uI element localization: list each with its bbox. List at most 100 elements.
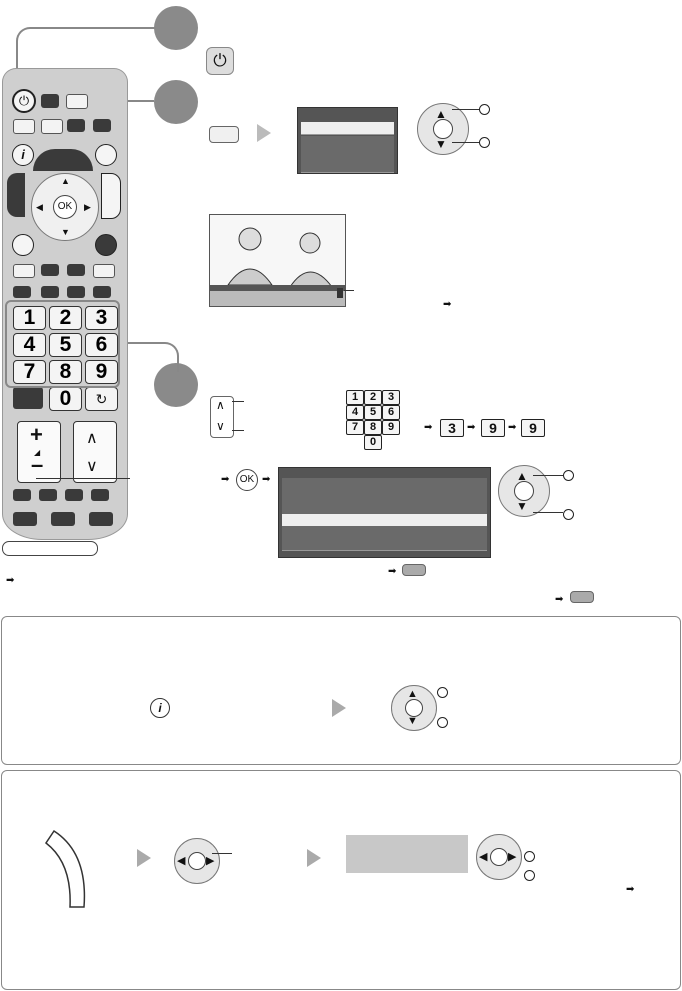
number-button-6[interactable]: 6 bbox=[85, 333, 118, 357]
menu-screen bbox=[297, 107, 398, 174]
dpad-left-icon[interactable]: ◀ bbox=[36, 202, 43, 212]
power-button[interactable]: ⏻ bbox=[12, 89, 36, 113]
last-view-button[interactable]: ↻ bbox=[85, 387, 118, 411]
remote-round-button[interactable] bbox=[12, 234, 34, 256]
remote-button[interactable] bbox=[93, 119, 111, 132]
up-arrow-icon: ▲ bbox=[516, 469, 528, 483]
remote-button[interactable] bbox=[13, 264, 35, 278]
example-key-9: 9 bbox=[481, 419, 505, 437]
arrow-icon: ➡ bbox=[262, 474, 271, 485]
number-button-2[interactable]: 2 bbox=[49, 306, 82, 330]
remote-button[interactable] bbox=[67, 286, 85, 298]
arrow-icon bbox=[307, 849, 321, 867]
menu-row-selected bbox=[301, 122, 394, 135]
volume-icon: ◢ bbox=[34, 448, 41, 457]
step-circle-1 bbox=[154, 6, 198, 50]
ok-button[interactable]: OK bbox=[53, 195, 77, 219]
channel-list-screen bbox=[278, 467, 491, 558]
remote-button[interactable] bbox=[51, 512, 75, 526]
tv-people-illustration bbox=[210, 215, 345, 306]
legend-pill bbox=[2, 541, 98, 556]
ok-icon bbox=[514, 481, 534, 501]
menu-key-icon bbox=[209, 126, 239, 143]
ok-icon bbox=[405, 699, 423, 717]
remote-button[interactable] bbox=[13, 119, 35, 134]
remote-button[interactable] bbox=[89, 512, 113, 526]
channel-up-icon: ∧ bbox=[86, 430, 98, 447]
circle-1-icon bbox=[437, 687, 448, 698]
remote-button[interactable] bbox=[41, 264, 59, 276]
remote-button[interactable] bbox=[93, 264, 115, 278]
number-button-8[interactable]: 8 bbox=[49, 360, 82, 384]
arrow-icon: ➡ bbox=[424, 422, 433, 433]
ok-icon bbox=[433, 119, 453, 139]
example-key-3: 3 bbox=[440, 419, 464, 437]
arrow-icon bbox=[137, 849, 151, 867]
remote-button[interactable] bbox=[91, 489, 109, 501]
pointer-line bbox=[212, 853, 232, 854]
down-arrow-icon: ▼ bbox=[516, 499, 528, 513]
connector-line-3 bbox=[117, 342, 179, 372]
dpad-down-icon[interactable]: ▼ bbox=[61, 227, 70, 237]
up-arrow-icon: ▲ bbox=[435, 107, 447, 121]
channel-up-icon: ∧ bbox=[216, 398, 225, 412]
menu-row bbox=[301, 160, 394, 173]
arrow-icon: ➡ bbox=[221, 474, 230, 485]
number-button-4[interactable]: 4 bbox=[13, 333, 46, 357]
up-arrow-icon: ▲ bbox=[407, 688, 418, 700]
channel-down-icon: ∨ bbox=[216, 419, 225, 433]
volume-up-label: + bbox=[30, 422, 43, 447]
digit-key-8: 8 bbox=[364, 420, 382, 435]
ok-icon: OK bbox=[236, 469, 258, 491]
connector-line-1 bbox=[16, 27, 156, 87]
remote-button[interactable] bbox=[13, 286, 31, 298]
info-button[interactable]: i bbox=[12, 144, 34, 166]
number-button-7[interactable]: 7 bbox=[13, 360, 46, 384]
remote-button[interactable] bbox=[13, 387, 43, 409]
note-arrow-icon: ➡ bbox=[443, 299, 452, 310]
remote-button[interactable] bbox=[66, 94, 88, 109]
remote-button[interactable] bbox=[41, 286, 59, 298]
circle-2-icon bbox=[437, 717, 448, 728]
arrow-icon bbox=[257, 124, 271, 142]
pointer-line bbox=[232, 401, 244, 402]
step-circle-2 bbox=[154, 80, 198, 124]
side-right-button[interactable] bbox=[101, 173, 121, 219]
remote-button[interactable] bbox=[67, 119, 85, 132]
pointer-line bbox=[452, 109, 479, 110]
remote-button[interactable] bbox=[39, 489, 57, 501]
dpad-right-icon[interactable]: ▶ bbox=[84, 202, 91, 212]
example-key-9: 9 bbox=[521, 419, 545, 437]
channel-down-icon: ∨ bbox=[86, 458, 98, 475]
down-arrow-icon: ▼ bbox=[407, 715, 418, 727]
remote-button[interactable] bbox=[13, 489, 31, 501]
remote-round-button[interactable] bbox=[95, 144, 117, 166]
remote-button[interactable] bbox=[65, 489, 83, 501]
left-arrow-icon: ◀ bbox=[177, 855, 186, 867]
remote-button[interactable] bbox=[41, 119, 63, 134]
pointer-line bbox=[533, 475, 563, 476]
remote-button[interactable] bbox=[93, 286, 111, 298]
info-section-box: i ▲ ▼ bbox=[1, 616, 681, 765]
channel-key-icon: ∧ ∨ bbox=[210, 396, 234, 438]
number-button-3[interactable]: 3 bbox=[85, 306, 118, 330]
digit-key-4: 4 bbox=[346, 405, 364, 420]
dpad[interactable]: ▲ ▼ ◀ ▶ OK bbox=[31, 173, 99, 241]
number-button-0[interactable]: 0 bbox=[49, 387, 82, 411]
remote-button[interactable] bbox=[13, 512, 37, 526]
remote-button[interactable] bbox=[41, 94, 59, 108]
number-button-5[interactable]: 5 bbox=[49, 333, 82, 357]
remote-button[interactable] bbox=[67, 264, 85, 276]
dpad-up-icon[interactable]: ▲ bbox=[61, 176, 70, 186]
number-button-9[interactable]: 9 bbox=[85, 360, 118, 384]
volume-rocker[interactable]: + ◢ – bbox=[17, 421, 61, 483]
arrow-icon bbox=[332, 699, 346, 717]
menu-arc-button[interactable] bbox=[33, 149, 93, 171]
ok-icon bbox=[188, 852, 206, 870]
digit-key-6: 6 bbox=[382, 405, 400, 420]
channel-rocker[interactable]: ∧ ∨ bbox=[73, 421, 117, 483]
colour-key-icon bbox=[570, 591, 594, 603]
number-button-1[interactable]: 1 bbox=[13, 306, 46, 330]
side-left-button[interactable] bbox=[7, 173, 25, 217]
remote-round-button[interactable] bbox=[95, 234, 117, 256]
